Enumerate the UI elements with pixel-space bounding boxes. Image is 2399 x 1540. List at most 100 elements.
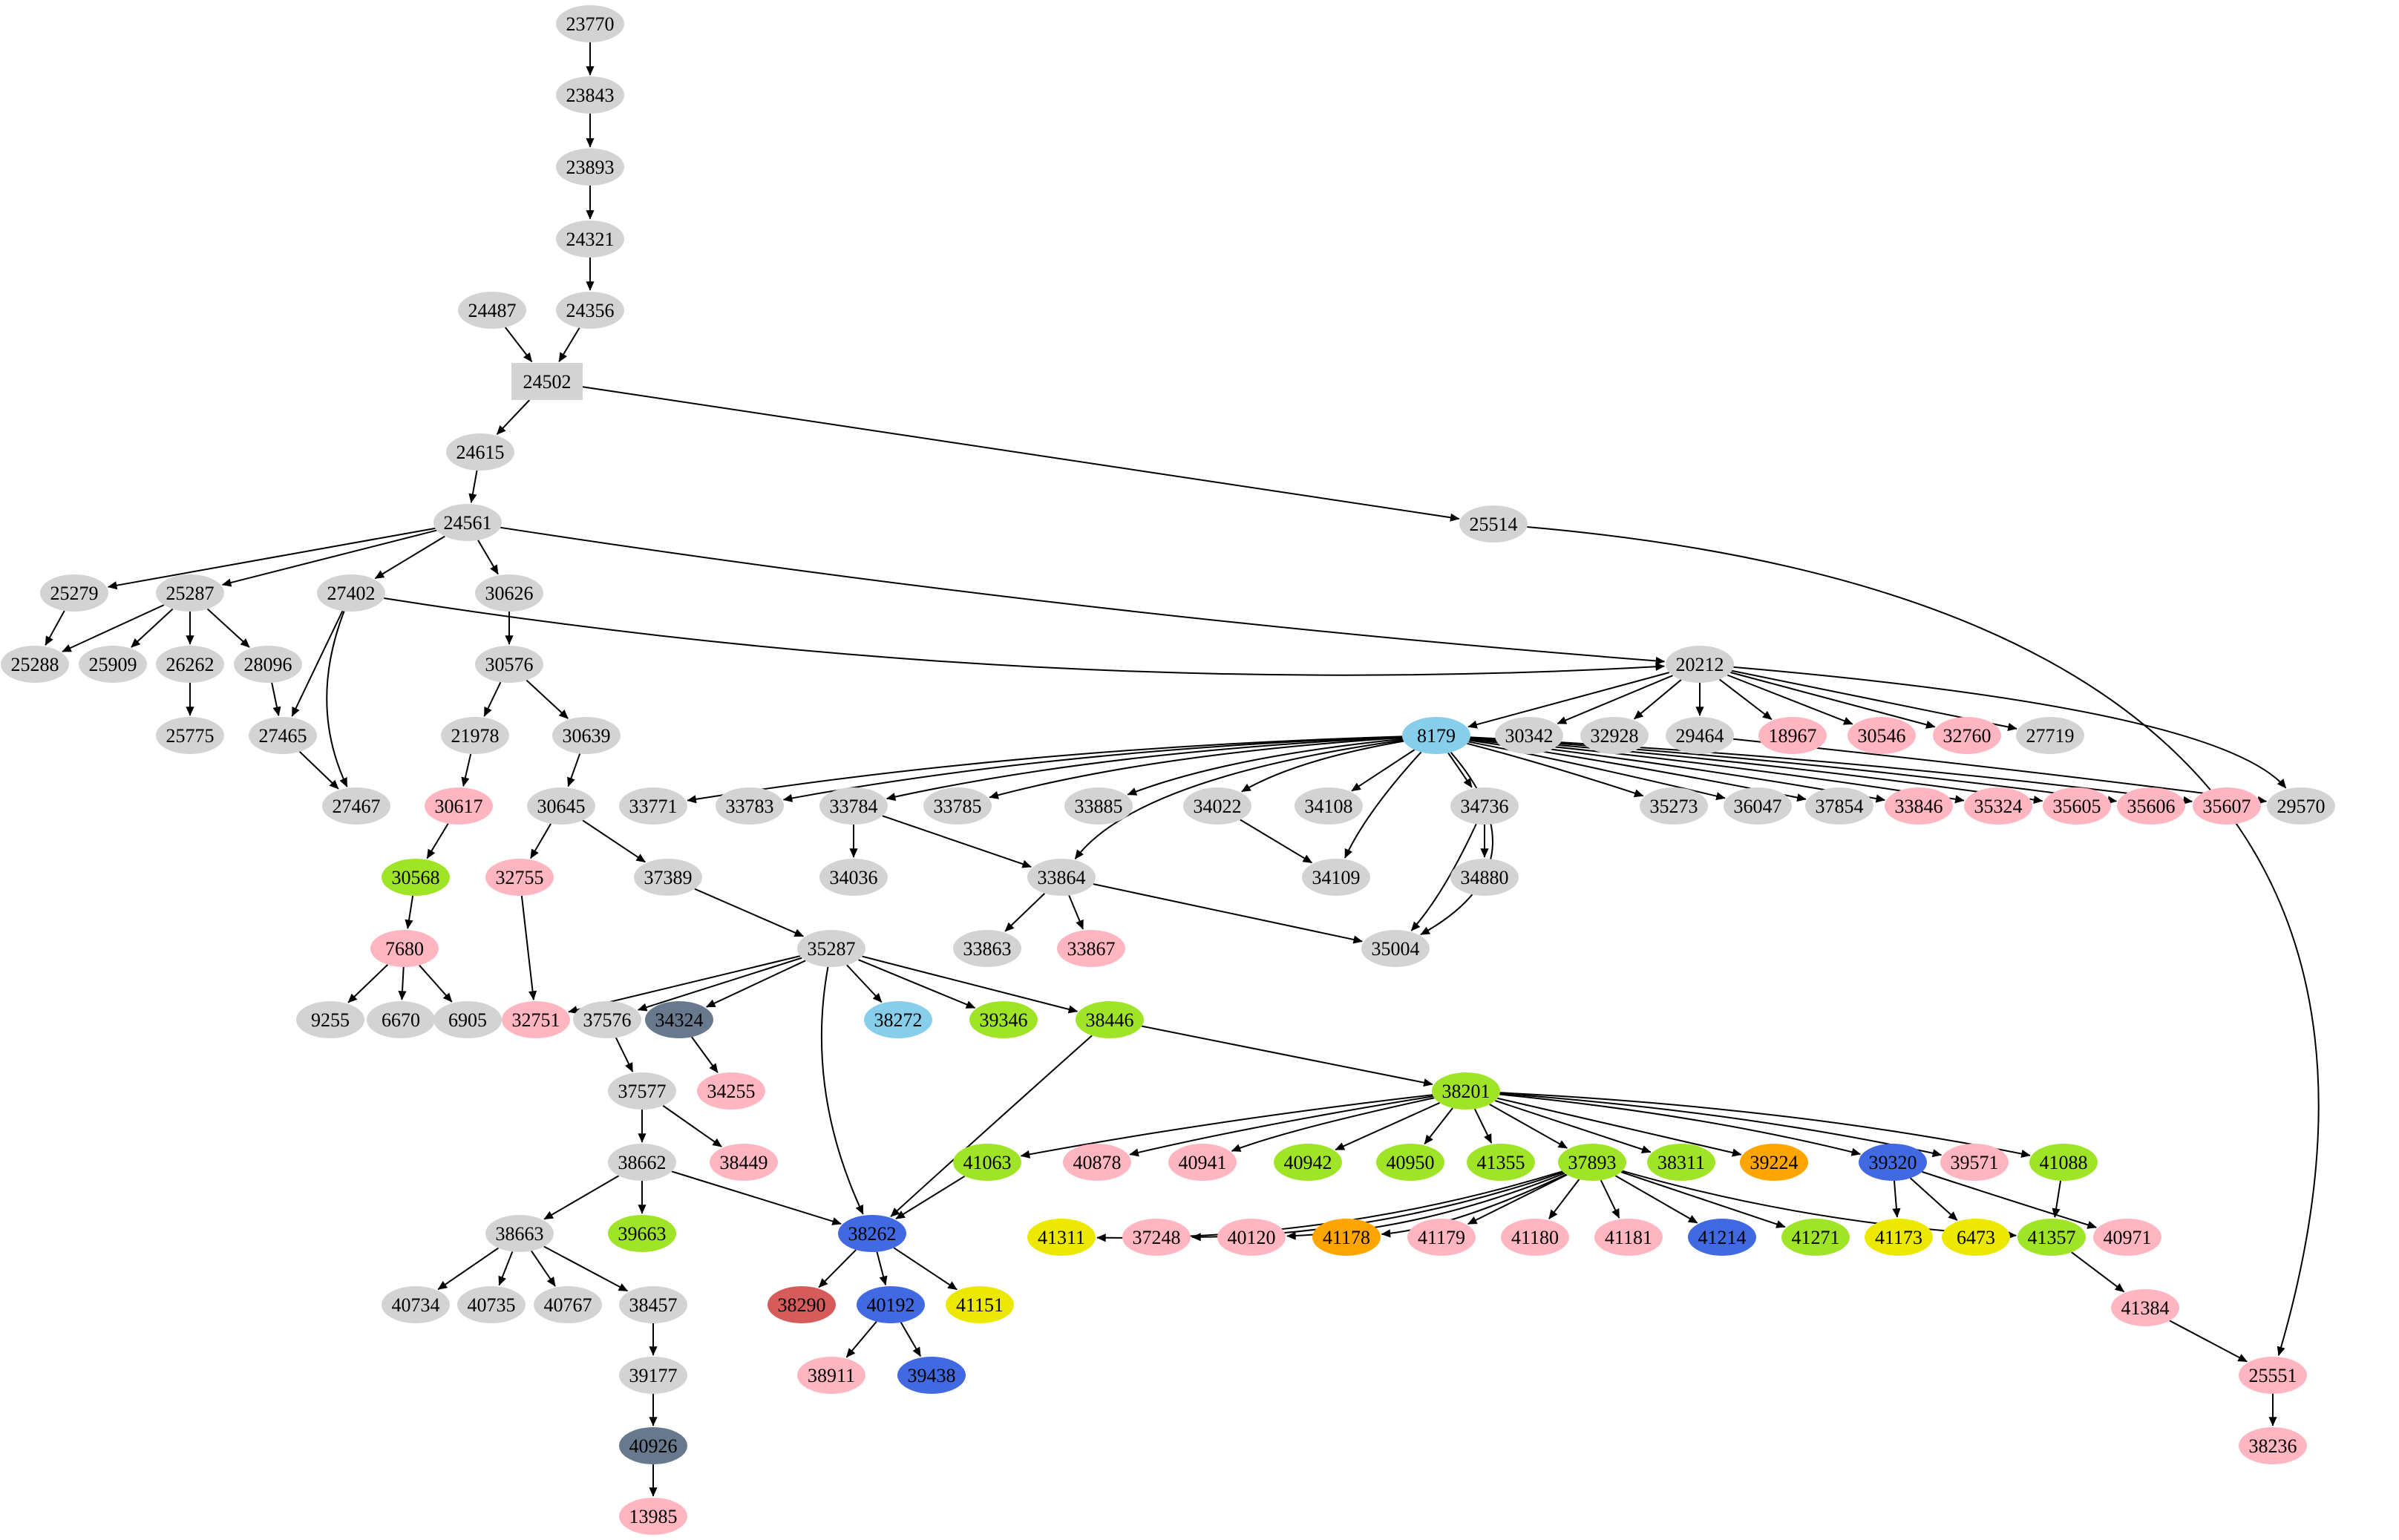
node-34880: 34880 bbox=[1450, 859, 1519, 896]
node-ellipse-shape bbox=[2193, 787, 2261, 825]
node-24561: 24561 bbox=[433, 504, 502, 541]
node-ellipse-shape bbox=[1580, 717, 1649, 754]
edge-33864-33867 bbox=[1068, 894, 1084, 930]
node-39571: 39571 bbox=[1940, 1144, 2009, 1181]
node-33784: 33784 bbox=[819, 787, 888, 825]
node-40735: 40735 bbox=[457, 1286, 526, 1323]
node-24321: 24321 bbox=[556, 220, 624, 258]
node-ellipse-shape bbox=[1064, 787, 1133, 825]
node-8179: 8179 bbox=[1402, 717, 1470, 754]
node-ellipse-shape bbox=[953, 1144, 1021, 1181]
node-ellipse-shape bbox=[556, 292, 624, 329]
edge-24356-24502 bbox=[558, 327, 580, 362]
edge-30576-30639 bbox=[526, 679, 569, 719]
node-ellipse-shape bbox=[2239, 1357, 2307, 1394]
node-ellipse-shape bbox=[1885, 787, 1953, 825]
node-34736: 34736 bbox=[1450, 787, 1519, 825]
node-ellipse-shape bbox=[1076, 1001, 1144, 1038]
node-ellipse-shape bbox=[1450, 859, 1519, 896]
node-27719: 27719 bbox=[2016, 717, 2084, 754]
node-41180: 41180 bbox=[1501, 1219, 1569, 1256]
edge-37577-38449 bbox=[662, 1104, 722, 1147]
node-ellipse-shape bbox=[2111, 1289, 2179, 1326]
node-ellipse-shape bbox=[716, 787, 784, 825]
edge-33864-35004 bbox=[1093, 883, 1363, 944]
edge-34736-35004 bbox=[1410, 823, 1477, 931]
node-ellipse-shape bbox=[864, 1001, 932, 1038]
node-37893: 37893 bbox=[1558, 1144, 1626, 1181]
node-38911: 38911 bbox=[797, 1357, 865, 1394]
node-ellipse-shape bbox=[322, 787, 390, 825]
node-23770: 23770 bbox=[556, 5, 624, 42]
node-34036: 34036 bbox=[819, 859, 888, 896]
node-ellipse-shape bbox=[634, 859, 702, 896]
node-ellipse-shape bbox=[1376, 1144, 1444, 1181]
edge-30645-37389 bbox=[582, 819, 646, 863]
edge-20212-32760 bbox=[1730, 672, 1936, 729]
edge-8179-35273 bbox=[1467, 742, 1644, 798]
node-39438: 39438 bbox=[897, 1357, 966, 1394]
node-ellipse-shape bbox=[382, 1286, 450, 1323]
node-39224: 39224 bbox=[1740, 1144, 1808, 1181]
node-24487: 24487 bbox=[458, 292, 526, 329]
node-ellipse-shape bbox=[1933, 717, 2001, 754]
node-ellipse-shape bbox=[2017, 1219, 2086, 1256]
node-ellipse-shape bbox=[1274, 1144, 1342, 1181]
node-40941: 40941 bbox=[1168, 1144, 1237, 1181]
edge-33864-33863 bbox=[1004, 893, 1046, 932]
edge-25287-28096 bbox=[206, 608, 250, 648]
edge-7680-6670 bbox=[398, 966, 407, 1000]
node-25514: 25514 bbox=[1459, 505, 1528, 543]
node-35287: 35287 bbox=[797, 930, 865, 967]
edge-20212-29570 bbox=[1733, 666, 2287, 789]
node-37854: 37854 bbox=[1805, 787, 1873, 825]
edge-24561-20212 bbox=[500, 526, 1666, 665]
node-ellipse-shape bbox=[1361, 930, 1430, 967]
edge-20212-18967 bbox=[1718, 678, 1773, 721]
node-40971: 40971 bbox=[2093, 1219, 2161, 1256]
edge-38201-39224 bbox=[1497, 1097, 1742, 1157]
edge-37576-37577 bbox=[615, 1037, 634, 1072]
node-37576: 37576 bbox=[573, 1001, 641, 1038]
node-ellipse-shape bbox=[819, 787, 888, 825]
node-ellipse-shape bbox=[485, 859, 554, 896]
edge-38662-38262 bbox=[671, 1170, 842, 1225]
node-ellipse-shape bbox=[1407, 1219, 1476, 1256]
node-25551: 25551 bbox=[2239, 1357, 2307, 1394]
node-ellipse-shape bbox=[857, 1286, 925, 1323]
node-ellipse-shape bbox=[619, 1498, 687, 1535]
node-ellipse-shape bbox=[2093, 1219, 2161, 1256]
edge-38446-38201 bbox=[1141, 1025, 1433, 1087]
node-ellipse-shape bbox=[296, 1001, 364, 1038]
node-ellipse-shape bbox=[1688, 1219, 1756, 1256]
node-30576: 30576 bbox=[475, 646, 543, 683]
node-35004: 35004 bbox=[1361, 930, 1430, 967]
edge-37893-41178 bbox=[1381, 1173, 1567, 1238]
edge-24615-24561 bbox=[468, 470, 478, 503]
node-ellipse-shape bbox=[1859, 1144, 1927, 1181]
node-35324: 35324 bbox=[1964, 787, 2032, 825]
node-9255: 9255 bbox=[296, 1001, 364, 1038]
edge-39320-41173 bbox=[1892, 1180, 1901, 1218]
node-ellipse-shape bbox=[534, 1286, 602, 1323]
edge-30568-7680 bbox=[405, 895, 414, 929]
edge-40192-39438 bbox=[900, 1322, 922, 1357]
edge-25287-25909 bbox=[131, 608, 174, 648]
node-40734: 40734 bbox=[382, 1286, 450, 1323]
edge-7680-9255 bbox=[347, 964, 389, 1003]
edge-38201-40941 bbox=[1231, 1097, 1435, 1152]
node-ellipse-shape bbox=[1724, 787, 1792, 825]
node-35605: 35605 bbox=[2043, 787, 2111, 825]
node-33885: 33885 bbox=[1064, 787, 1133, 825]
edge-8179-35607 bbox=[1470, 736, 2193, 805]
node-ellipse-shape bbox=[2267, 787, 2335, 825]
node-33867: 33867 bbox=[1057, 930, 1125, 967]
edge-27402-20212 bbox=[384, 597, 1666, 676]
node-ellipse-shape bbox=[1495, 717, 1563, 754]
node-ellipse-shape bbox=[1640, 787, 1708, 825]
edge-38262-38290 bbox=[818, 1249, 857, 1288]
node-ellipse-shape bbox=[1805, 787, 1873, 825]
node-ellipse-shape bbox=[797, 930, 865, 967]
node-ellipse-shape bbox=[425, 787, 493, 825]
node-ellipse-shape bbox=[923, 787, 992, 825]
